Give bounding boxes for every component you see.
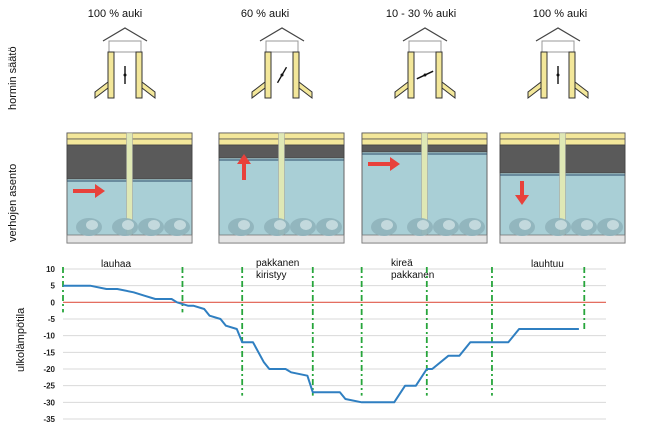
y-tick-label: 5	[51, 282, 56, 291]
curtain-panel-2	[218, 132, 345, 244]
floor	[361, 234, 488, 244]
damper-cap-icon	[102, 27, 148, 42]
chimney-wall	[107, 51, 115, 99]
chimney-wall	[292, 51, 300, 99]
chimney-wall	[407, 51, 415, 99]
damper-cap-icon	[535, 27, 581, 42]
damper-4	[527, 27, 589, 100]
curtain-panel-4	[499, 132, 626, 244]
y-tick-label: 0	[51, 298, 56, 307]
damper-row	[94, 27, 589, 100]
damper-3	[394, 27, 456, 100]
phase-label-lauhaa: lauhaa	[101, 259, 132, 270]
chimney-wall	[568, 51, 576, 99]
y-tick-label: 10	[46, 265, 55, 274]
damper-cap-icon	[402, 27, 448, 42]
y-tick-label: -20	[43, 365, 55, 374]
damper-2	[251, 27, 313, 100]
y-tick-label: -35	[43, 415, 55, 424]
damper-label-3: 10 - 30 % auki	[385, 8, 457, 20]
floor	[499, 234, 626, 244]
floor	[218, 234, 345, 244]
damper-label-4: 100 % auki	[532, 8, 588, 20]
phase-label-kirea-pakkanen: kireä pakkanen	[391, 258, 435, 281]
damper-cap-icon	[259, 27, 305, 42]
damper-label-1: 100 % auki	[87, 8, 143, 20]
y-tick-label: -5	[48, 315, 56, 324]
curtain-panel-3	[361, 132, 488, 244]
y-tick-label: -30	[43, 398, 55, 407]
temperature-series-line	[63, 284, 579, 404]
phase-label-lauhtuu: lauhtuu	[531, 259, 564, 270]
chimney-wall	[264, 51, 272, 99]
y-tick-label: -25	[43, 382, 55, 391]
damper-1	[94, 27, 156, 100]
chimney-wall	[540, 51, 548, 99]
damper-label-2: 60 % auki	[240, 8, 290, 20]
y-tick-label: -10	[43, 332, 55, 341]
curtain-row	[66, 132, 626, 244]
curtain-panel-1	[66, 132, 193, 244]
y-tick-label: -15	[43, 348, 55, 357]
chimney-wall	[135, 51, 143, 99]
temperature-chart: 10 5 0 -5 -10 -15 -20 -25 -30 -35	[43, 265, 606, 424]
phase-label-pakkanen-kiristyy: pakkanen kiristyy	[256, 258, 300, 281]
floor	[66, 234, 193, 244]
chimney-wall	[435, 51, 443, 99]
